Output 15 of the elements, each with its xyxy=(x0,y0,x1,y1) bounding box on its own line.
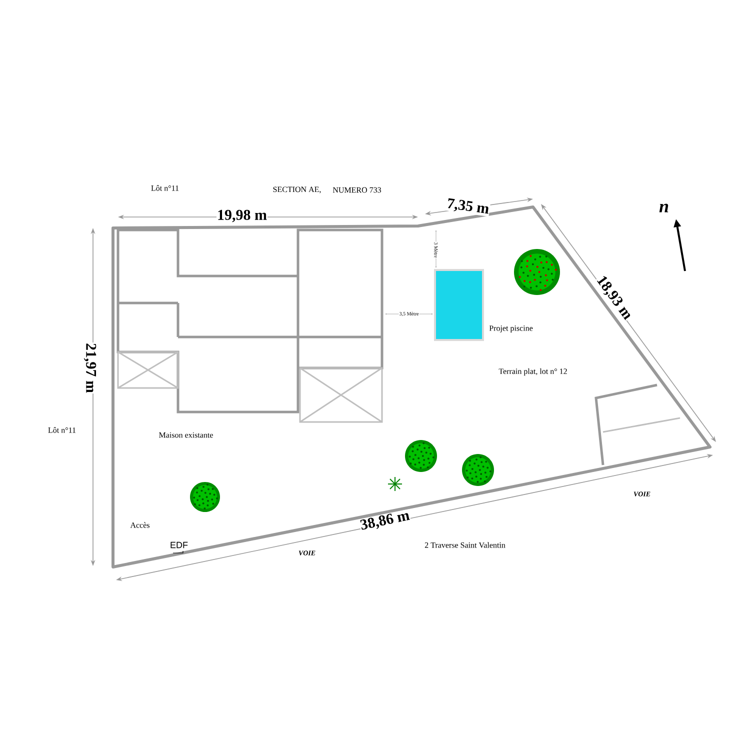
lot-label: Lôt n°11 xyxy=(150,184,180,192)
lot-label: Lôt n°11 xyxy=(48,426,76,434)
area-label: Projet piscine xyxy=(488,325,534,333)
dimension-label: 19,98 m xyxy=(216,209,268,223)
meter-label: EDF xyxy=(170,541,188,549)
dimension-label: 7,35 m xyxy=(446,197,490,217)
address-label: 2 Traverse Saint Valentin xyxy=(424,542,506,548)
section-label: NUMERO 733 xyxy=(332,186,382,194)
area-label: Accès xyxy=(130,522,150,528)
section-label: SECTION AE, xyxy=(272,186,322,194)
area-label: Terrain plat, lot n° 12 xyxy=(498,368,568,376)
dimension-label: 38,86 m xyxy=(358,509,412,533)
dimension-label: 21,97 m xyxy=(83,342,97,394)
area-label: Maison existante xyxy=(158,432,214,438)
north-label: n xyxy=(658,203,670,213)
